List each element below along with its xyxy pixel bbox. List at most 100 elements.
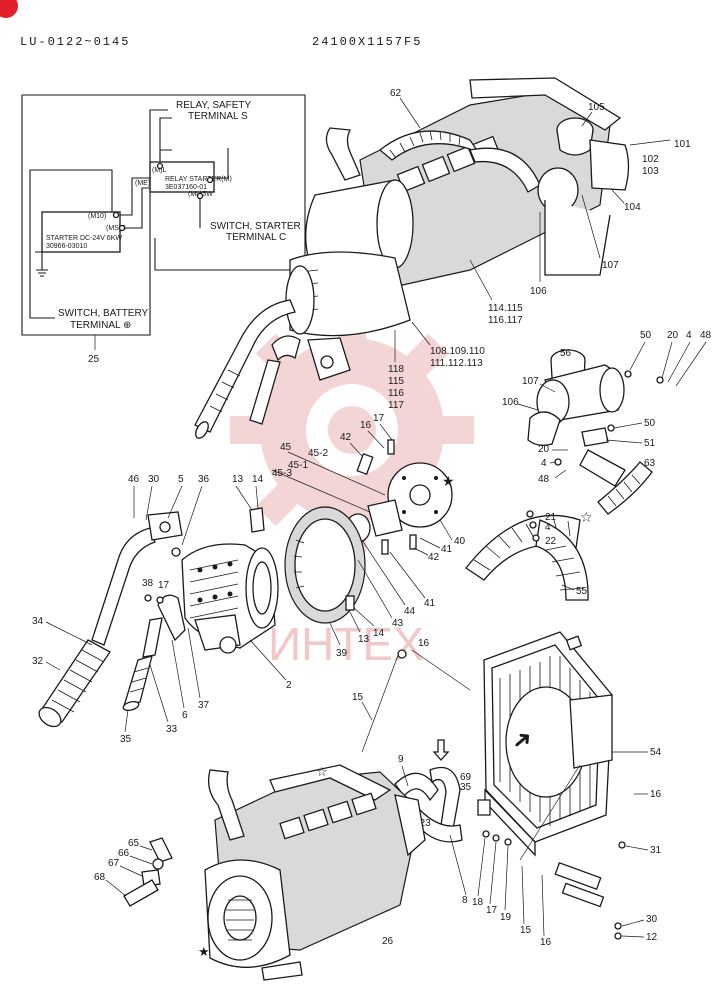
switch-battery-label: SWITCH, BATTERY [58, 308, 149, 319]
svg-text:30966-03010: 30966-03010 [46, 243, 87, 250]
callout-16-right-top: 16 [418, 638, 430, 649]
relay-safety-label: RELAY, SAFETY [176, 100, 252, 111]
callout-55: 55 [576, 586, 588, 597]
callout-65: 65 [128, 838, 140, 849]
callout-54: 54 [650, 747, 662, 758]
callout-63: 63 [644, 458, 656, 469]
hollow-star-icon: ☆ [580, 509, 593, 525]
callout-42-b: 42 [428, 552, 440, 563]
callout-2: 2 [286, 680, 292, 691]
callout-17-bottom: 17 [486, 905, 498, 916]
callout-16-mid: 16 [360, 420, 372, 431]
callout-20-mid: 20 [538, 444, 550, 455]
callout-22: 22 [545, 536, 557, 547]
callout-19: 19 [500, 912, 512, 923]
switch-starter-label: SWITCH, STARTER [210, 221, 301, 232]
svg-text:STARTER DC-24V 6KW: STARTER DC-24V 6KW [46, 235, 122, 242]
callout-12: 12 [646, 932, 658, 943]
wiring-group-number: 25 [88, 354, 100, 365]
switch-starter-terminal-label: TERMINAL C [226, 232, 286, 243]
callout-38: 38 [142, 578, 154, 589]
callout-18: 18 [472, 897, 484, 908]
relay-terminal-label: TERMINAL S [188, 111, 248, 122]
callout-45-1: 45-1 [288, 460, 308, 471]
callout-37: 37 [198, 700, 210, 711]
callout-56: 56 [560, 348, 572, 359]
callout-30-bottom: 30 [646, 914, 658, 925]
callout-26: 26 [382, 936, 394, 947]
callout-66: 66 [118, 848, 130, 859]
callout-45: 45 [280, 442, 292, 453]
callout-105: 105 [588, 102, 605, 113]
callout-116: 116 [388, 388, 404, 399]
callout-48-mid: 48 [538, 474, 550, 485]
callout-4-mid: 4 [541, 458, 547, 469]
callout-35-left: 35 [120, 734, 132, 745]
callout-5: 5 [178, 474, 184, 485]
callout-48-top: 48 [700, 330, 712, 341]
callout-16-bottom: 16 [540, 937, 552, 948]
callout-35-right: 35 [460, 782, 472, 793]
callout-34: 34 [32, 616, 44, 627]
svg-text:RELAY STARTER(M): RELAY STARTER(M) [165, 176, 232, 183]
callout-106-mid: 106 [502, 397, 519, 408]
svg-text:(ME): (ME) [135, 180, 150, 187]
callout-9: 9 [398, 754, 404, 765]
callout-102: 102 [642, 154, 659, 165]
engine-bottom-assembly [123, 764, 426, 981]
callout-107-mid: 107 [522, 376, 539, 387]
callout-45-3: 45-3 [272, 468, 292, 479]
engine-top-assembly [194, 77, 630, 439]
callout-114-115: 114.115 [488, 303, 523, 314]
callout-108-110: 108.109.110 [430, 346, 485, 357]
callout-16-right: 16 [650, 789, 662, 800]
header-left-code: LU-0122~0145 [20, 35, 130, 49]
callout-17-left: 17 [158, 580, 170, 591]
svg-text:(M)L: (M)L [152, 167, 166, 174]
callout-43: 43 [392, 618, 404, 629]
svg-text:3E037160-01: 3E037160-01 [165, 184, 207, 191]
callout-6: 6 [182, 710, 188, 721]
callout-41-b: 41 [424, 598, 436, 609]
callout-31: 31 [650, 845, 662, 856]
callout-50-mid: 50 [644, 418, 656, 429]
callout-117: 117 [388, 400, 404, 411]
callout-8: 8 [462, 895, 468, 906]
callout-62: 62 [390, 88, 402, 99]
callout-36: 36 [198, 474, 210, 485]
callout-68: 68 [94, 872, 106, 883]
callout-40: 40 [454, 536, 466, 547]
callout-20-top: 20 [667, 330, 679, 341]
callout-13-left: 13 [232, 474, 244, 485]
callout-14-left: 14 [252, 474, 264, 485]
callout-39: 39 [336, 648, 348, 659]
callout-104: 104 [624, 202, 641, 213]
callout-21: 21 [545, 512, 557, 523]
starter-group [38, 507, 279, 728]
callout-118: 118 [388, 364, 404, 375]
svg-text:(M10): (M10) [88, 213, 106, 220]
callout-103: 103 [642, 166, 659, 177]
callout-101: 101 [674, 139, 691, 150]
callout-14-mid: 14 [373, 628, 385, 639]
callout-51: 51 [644, 438, 656, 449]
switch-battery-terminal-label: TERMINAL ⊕ [70, 320, 131, 331]
callout-33: 33 [166, 724, 178, 735]
callout-13-mid: 13 [358, 634, 370, 645]
callout-46: 46 [128, 474, 140, 485]
callout-30-mid: 30 [148, 474, 160, 485]
callout-44: 44 [404, 606, 416, 617]
callout-4-top: 4 [686, 330, 692, 341]
watermark-text: ИНТЕХ [268, 618, 424, 670]
callout-32: 32 [32, 656, 44, 667]
callout-50-top: 50 [640, 330, 652, 341]
callout-17-mid: 17 [373, 413, 385, 424]
callout-45-2: 45-2 [308, 448, 328, 459]
callout-15-bottom: 15 [520, 925, 532, 936]
coupling-group [271, 439, 453, 624]
callout-115: 115 [388, 376, 404, 387]
callout-42-top: 42 [340, 432, 352, 443]
callout-111-113: 111.112.113 [430, 358, 483, 369]
callout-15-left: 15 [352, 692, 364, 703]
